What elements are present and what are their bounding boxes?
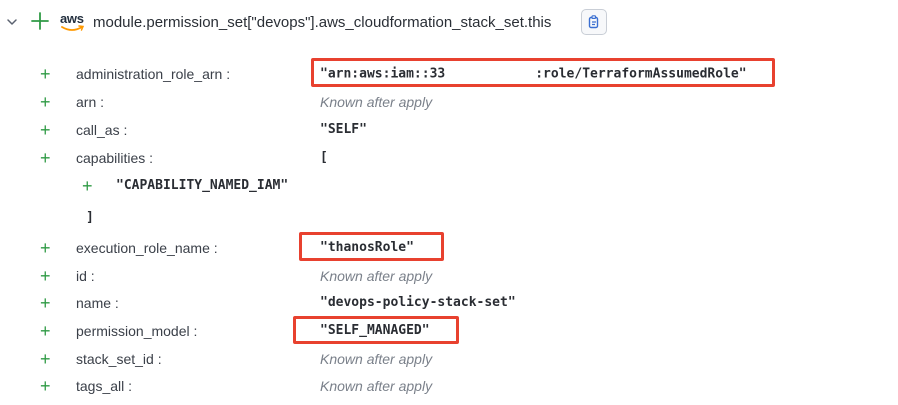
attribute-key: name : <box>76 295 119 311</box>
attribute-value: "devops-policy-stack-set" <box>320 295 516 310</box>
attribute-value: "arn:aws:iam::33:role/TerraformAssumedRo… <box>320 66 747 82</box>
attribute-key: execution_role_name : <box>76 240 218 256</box>
attribute-key: permission_model : <box>76 323 198 339</box>
list-close: ] <box>0 208 898 230</box>
copy-button[interactable] <box>581 9 607 35</box>
copy-icon <box>588 15 599 29</box>
add-icon: + <box>40 92 51 112</box>
add-icon: + <box>40 321 51 341</box>
highlight-box <box>293 316 459 344</box>
redacted-region <box>445 66 536 82</box>
add-icon: + <box>40 148 51 168</box>
add-icon: + <box>40 376 51 396</box>
attribute-row: + capabilities : [ <box>0 148 898 170</box>
add-icon: + <box>40 238 51 258</box>
attribute-value: Known after apply <box>320 378 433 394</box>
add-icon: + <box>82 176 93 196</box>
aws-logo: aws <box>60 11 86 33</box>
attribute-key: tags_all : <box>76 378 133 394</box>
attribute-row: + execution_role_name : "thanosRole" <box>0 238 898 260</box>
attribute-row: + tags_all : Known after apply <box>0 376 898 398</box>
attribute-row: + call_as : "SELF" <box>0 120 898 142</box>
add-icon: + <box>40 64 51 84</box>
chevron-down-icon[interactable] <box>6 16 18 28</box>
attribute-value: Known after apply <box>320 94 433 110</box>
attribute-value: Known after apply <box>320 268 433 284</box>
attribute-row: + administration_role_arn : "arn:aws:iam… <box>0 64 898 86</box>
attribute-row: + arn : Known after apply <box>0 92 898 114</box>
attribute-value: "SELF_MANAGED" <box>320 323 430 338</box>
list-item: + "CAPABILITY_NAMED_IAM" <box>0 176 898 198</box>
add-icon: + <box>40 120 51 140</box>
list-item-value: "CAPABILITY_NAMED_IAM" <box>116 178 289 193</box>
add-icon: + <box>40 349 51 369</box>
add-resource-icon <box>31 12 49 30</box>
attribute-value: Known after apply <box>320 351 433 367</box>
attribute-key: administration_role_arn : <box>76 66 231 82</box>
resource-title: module.permission_set["devops"].aws_clou… <box>93 14 552 31</box>
attribute-value: [ <box>320 150 328 165</box>
highlight-box <box>299 232 444 261</box>
add-icon: + <box>40 266 51 286</box>
attribute-key: stack_set_id : <box>76 351 162 367</box>
attribute-key: id : <box>76 268 95 284</box>
attribute-row: + permission_model : "SELF_MANAGED" <box>0 321 898 343</box>
attribute-row: + id : Known after apply <box>0 266 898 288</box>
attribute-row: + stack_set_id : Known after apply <box>0 349 898 371</box>
resource-header: aws module.permission_set["devops"].aws_… <box>0 8 898 38</box>
attribute-value: "SELF" <box>320 122 367 137</box>
attribute-key: arn : <box>76 94 105 110</box>
attribute-row: + name : "devops-policy-stack-set" <box>0 293 898 315</box>
add-icon: + <box>40 293 51 313</box>
attribute-key: call_as : <box>76 122 128 138</box>
attribute-value: "thanosRole" <box>320 240 414 255</box>
closing-bracket: ] <box>86 210 94 225</box>
attribute-key: capabilities : <box>76 150 154 166</box>
highlight-box <box>311 58 775 87</box>
